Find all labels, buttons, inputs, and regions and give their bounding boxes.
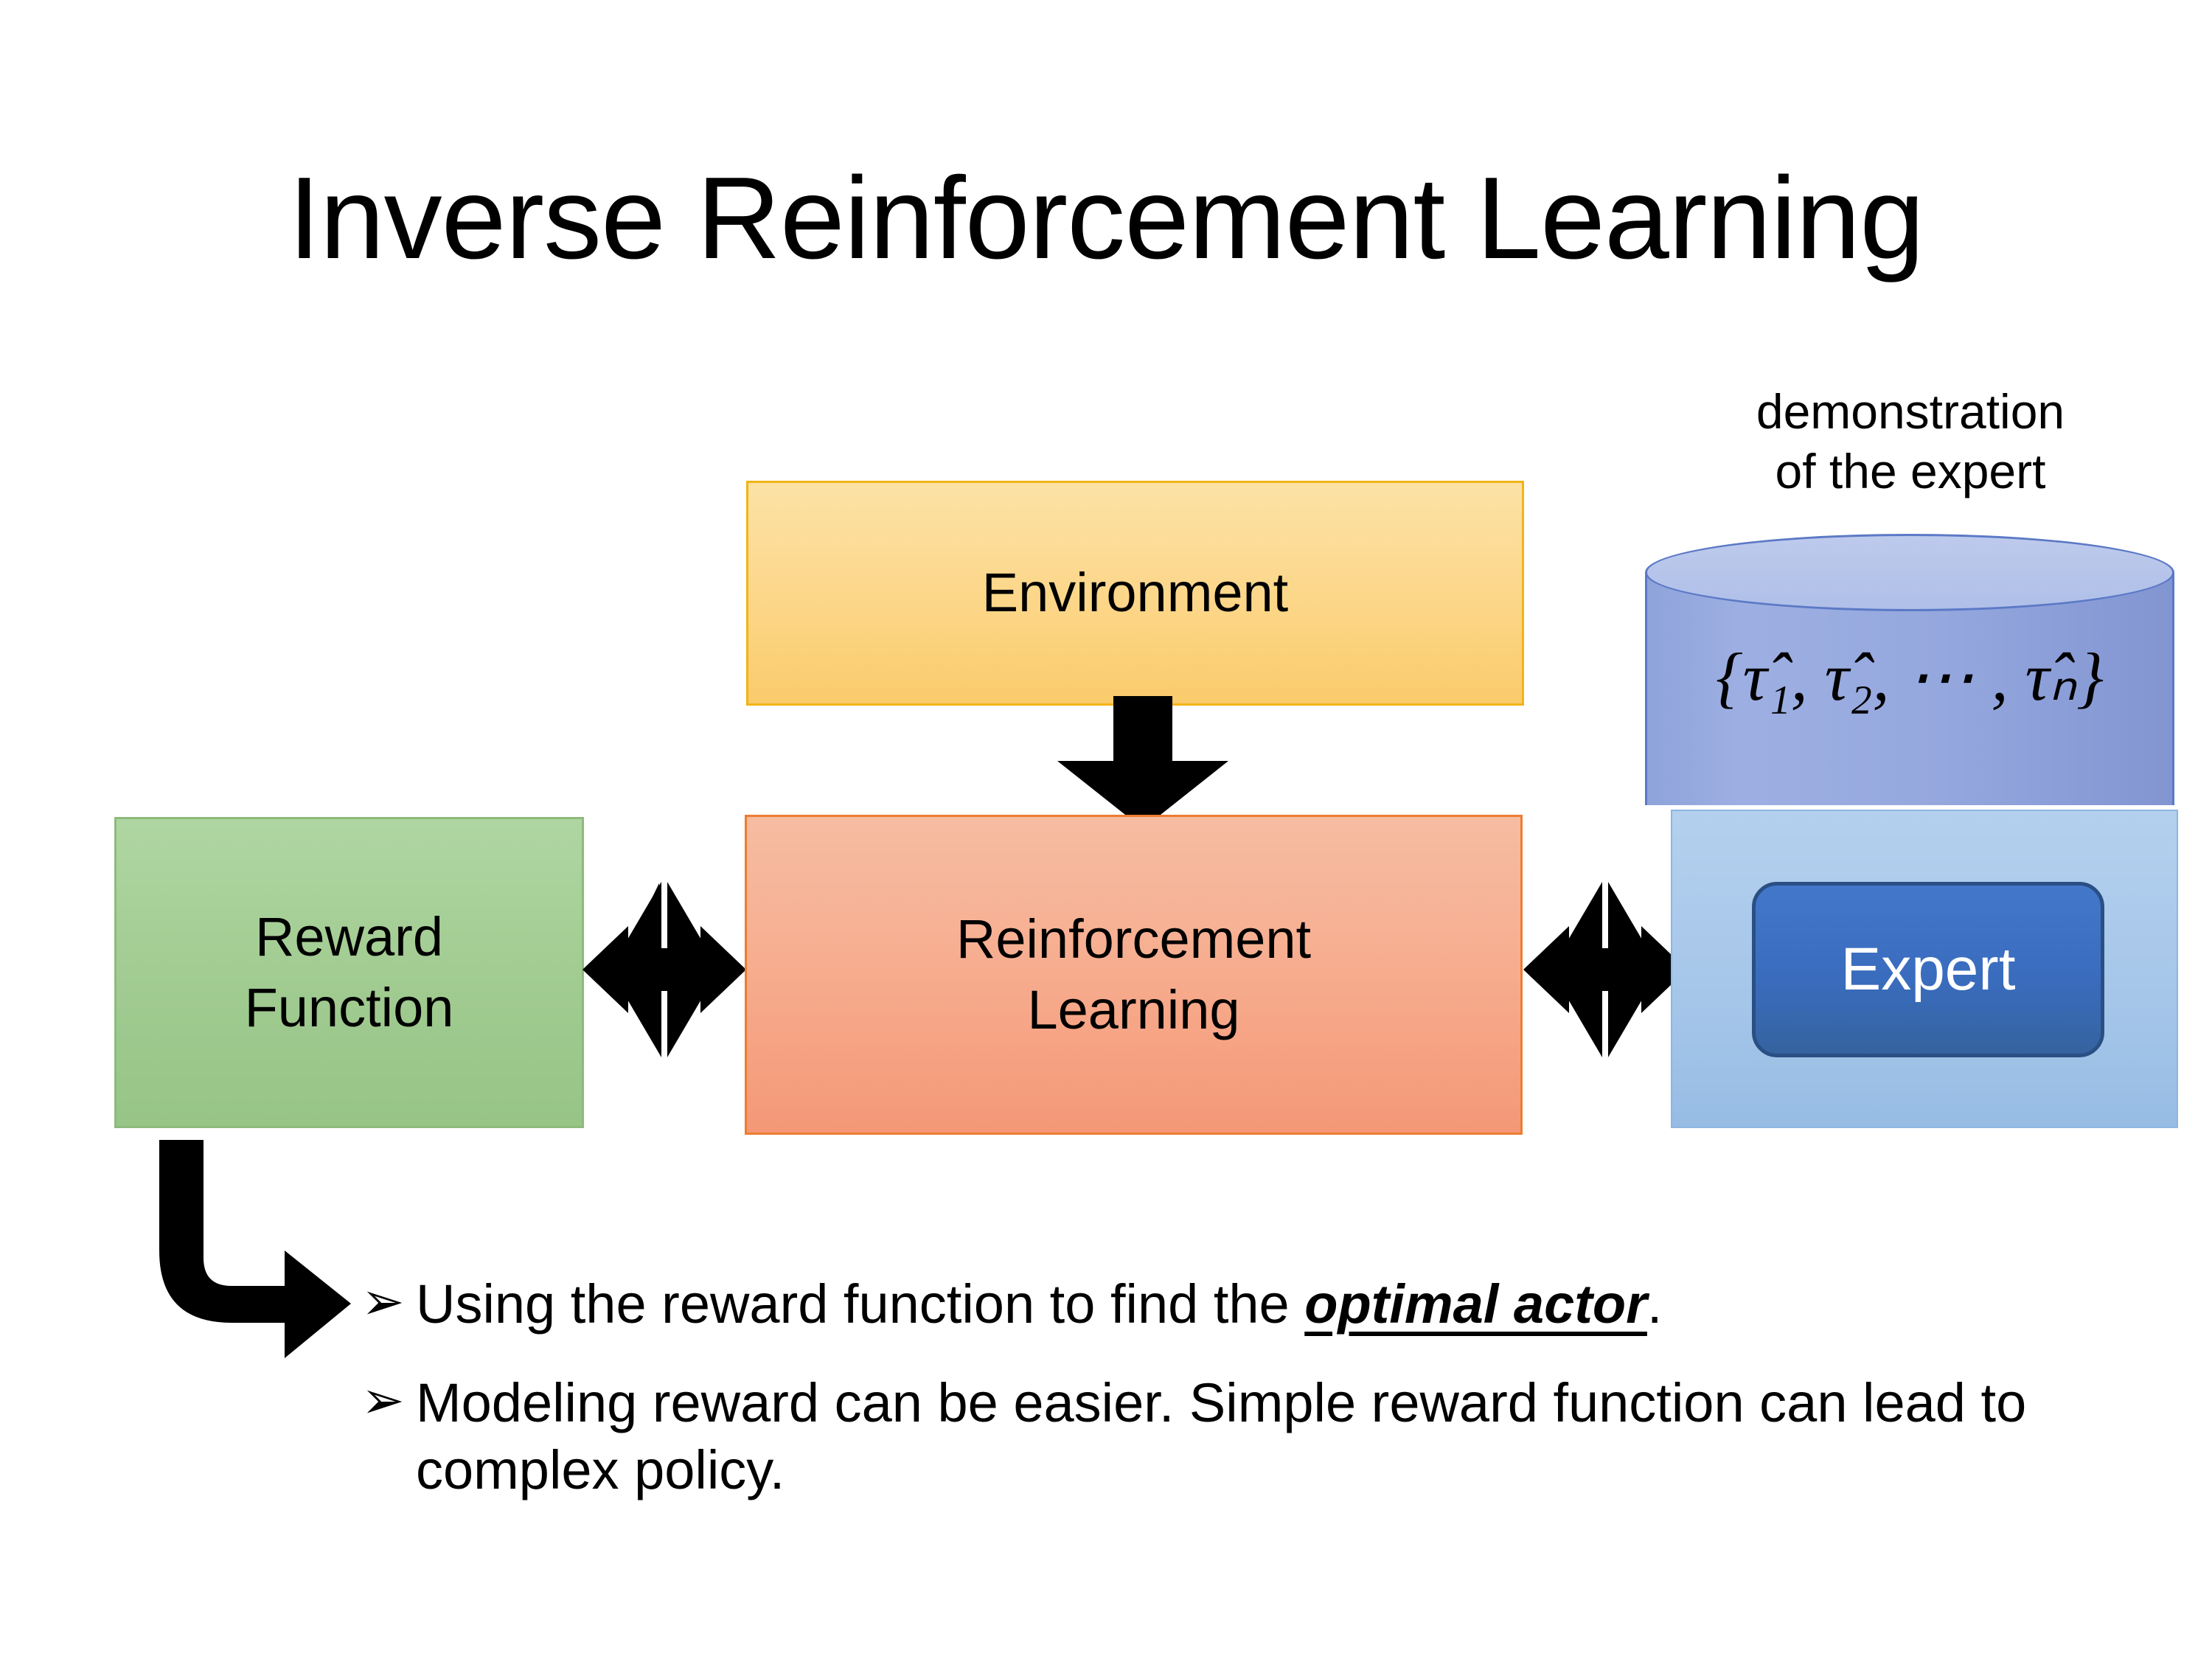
expert-label: Expert — [1840, 936, 2016, 1003]
reward-function-box[interactable]: Reward Function — [114, 817, 584, 1128]
bullet-marker-icon: ➢ — [361, 1371, 405, 1430]
reinforcement-learning-label: Reinforcement Learning — [956, 908, 1312, 1040]
bullet-1-suffix: . — [1646, 1273, 1663, 1335]
list-item: ➢ Modeling reward can be easier. Simple … — [361, 1370, 2072, 1503]
demonstration-caption: demonstration of the expert — [1756, 384, 2065, 498]
demonstration-cylinder: {τ̂₁, τ̂₂, ⋯ , τ̂ₙ} — [1645, 534, 2174, 844]
environment-box[interactable]: Environment — [746, 481, 1524, 706]
bullet-1-prefix: Using the reward function to find the — [416, 1273, 1305, 1335]
bullet-text-1: Using the reward function to find the op… — [416, 1271, 2072, 1338]
bullet-marker-icon: ➢ — [361, 1273, 405, 1330]
bullet-1-emphasis: optimal actor — [1304, 1273, 1647, 1335]
list-item: ➢ Using the reward function to find the … — [361, 1271, 2072, 1338]
down-arrow-icon — [1057, 696, 1228, 832]
four-way-arrow-left-icon — [582, 877, 746, 1065]
bullet-text-2: Modeling reward can be easier. Simple re… — [416, 1372, 2027, 1500]
page-title: Inverse Reinforcement Learning — [288, 153, 1924, 283]
reinforcement-learning-box[interactable]: Reinforcement Learning — [745, 815, 1523, 1135]
bullet-list: ➢ Using the reward function to find the … — [361, 1271, 2072, 1536]
environment-label: Environment — [981, 562, 1289, 624]
reward-function-label: Reward Function — [244, 905, 454, 1038]
trajectory-set-formula: {τ̂₁, τ̂₂, ⋯ , τ̂ₙ} — [1716, 639, 2104, 714]
cylinder-top-ellipse — [1645, 534, 2174, 611]
expert-button[interactable]: Expert — [1752, 882, 2104, 1057]
four-way-arrow-right-icon — [1523, 877, 1687, 1065]
elbow-arrow-icon — [159, 1140, 351, 1365]
